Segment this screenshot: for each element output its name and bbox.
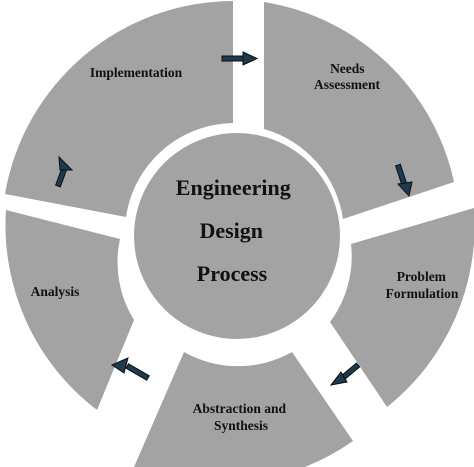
center-title-line-3: Process — [197, 261, 268, 286]
label-needs-assessment-line-2: Assessment — [314, 77, 381, 92]
segment-needs-assessment — [264, 2, 454, 219]
label-problem-formulation: Problem Formulation — [386, 269, 459, 301]
center-title-line-2: Design — [199, 218, 263, 243]
label-needs-assessment: Needs Assessment — [314, 61, 381, 92]
arrow-left-icon — [110, 357, 150, 381]
label-problem-formulation-line-1: Problem — [397, 269, 447, 284]
label-problem-formulation-line-2: Formulation — [386, 286, 459, 301]
label-abstraction-synthesis-line-2: Synthesis — [214, 418, 268, 433]
segment-problem-formulation — [330, 208, 474, 407]
label-implementation-line-1: Implementation — [90, 65, 183, 80]
center-title-line-1: Engineering — [176, 175, 291, 200]
arrow-up-icon — [55, 155, 74, 188]
label-analysis-line-1: Analysis — [31, 284, 80, 299]
segment-abstraction-synthesis — [134, 352, 353, 467]
label-abstraction-synthesis: Abstraction and Synthesis — [193, 401, 290, 433]
arrow-down-left-icon — [329, 362, 361, 386]
center-hub — [134, 133, 340, 339]
segment-analysis — [5, 210, 134, 410]
arrow-down-right-icon — [394, 163, 413, 198]
label-needs-assessment-line-1: Needs — [330, 61, 365, 76]
center-title: Engineering Design Process — [176, 175, 296, 286]
arrow-right-icon — [221, 51, 259, 66]
label-abstraction-synthesis-line-1: Abstraction and — [193, 401, 287, 416]
label-implementation: Implementation — [90, 65, 183, 80]
label-analysis: Analysis — [31, 284, 80, 299]
